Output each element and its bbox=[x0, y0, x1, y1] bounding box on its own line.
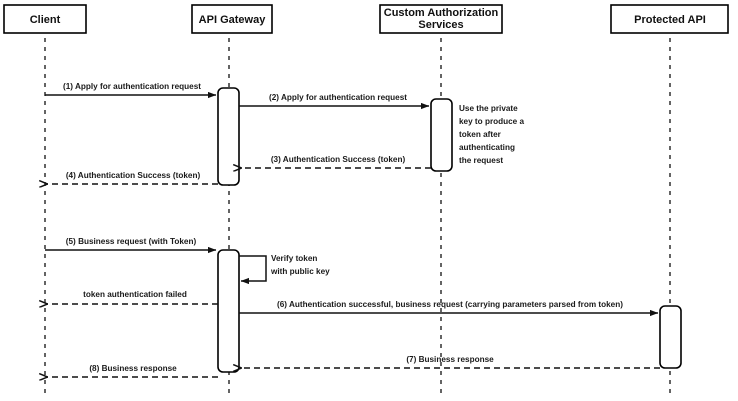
message-5-label: (5) Business request (with Token) bbox=[66, 237, 197, 246]
participant-box-protected-api[interactable] bbox=[610, 4, 729, 34]
participant-label-api-gateway: API Gateway bbox=[199, 14, 267, 26]
self-message-verify-token-line1: Verify token bbox=[271, 254, 317, 263]
note-private-key-line-1: Use the private bbox=[459, 104, 518, 113]
participant-box-custom-authorization-services[interactable] bbox=[379, 4, 503, 34]
message-6[interactable]: (6) Authentication successful, business … bbox=[239, 300, 659, 317]
participant-custom-authorization-services[interactable]: Custom Authorization Services bbox=[379, 4, 503, 34]
message-2[interactable]: (2) Apply for authentication request bbox=[239, 93, 430, 110]
self-message-verify-token[interactable]: Verify token with public key bbox=[239, 254, 330, 285]
activation-custom-authorization-services-1 bbox=[430, 98, 453, 172]
message-token-authentication-failed[interactable]: token authentication failed bbox=[47, 290, 218, 304]
message-4-label: (4) Authentication Success (token) bbox=[66, 171, 201, 180]
note-private-key-line-4: authenticating bbox=[459, 143, 515, 152]
message-8[interactable]: (8) Business response bbox=[47, 364, 218, 377]
participant-client[interactable]: Client bbox=[3, 4, 87, 34]
message-8-label: (8) Business response bbox=[89, 364, 177, 373]
participant-label-custom-authorization-services-line2: Services bbox=[418, 19, 463, 31]
message-token-authentication-failed-label: token authentication failed bbox=[83, 290, 187, 299]
participant-label-client: Client bbox=[30, 14, 61, 26]
participant-label-custom-authorization-services-line1: Custom Authorization bbox=[384, 7, 499, 19]
participant-box-api-gateway[interactable] bbox=[191, 4, 273, 34]
message-3-label: (3) Authentication Success (token) bbox=[271, 155, 406, 164]
note-private-key-line-2: key to produce a bbox=[459, 117, 525, 126]
message-7[interactable]: (7) Business response bbox=[241, 355, 660, 368]
message-4[interactable]: (4) Authentication Success (token) bbox=[47, 171, 218, 184]
message-7-label: (7) Business response bbox=[406, 355, 494, 364]
participant-headers: Client API Gateway Custom Authorization … bbox=[3, 4, 729, 34]
note-private-key-line-5: the request bbox=[459, 156, 503, 165]
participant-label-protected-api: Protected API bbox=[634, 14, 706, 26]
message-1-label: (1) Apply for authentication request bbox=[63, 82, 201, 91]
note-private-key: Use the private key to produce a token a… bbox=[459, 104, 525, 165]
self-message-verify-token-line2: with public key bbox=[270, 267, 330, 276]
activation-bars bbox=[217, 87, 682, 373]
participant-box-client[interactable] bbox=[3, 4, 87, 34]
participant-protected-api[interactable]: Protected API bbox=[610, 4, 729, 34]
message-5[interactable]: (5) Business request (with Token) bbox=[45, 237, 217, 254]
message-6-label: (6) Authentication successful, business … bbox=[277, 300, 623, 309]
activation-api-gateway-1 bbox=[217, 87, 240, 186]
lifelines-group bbox=[44, 38, 671, 398]
activation-api-gateway-2 bbox=[217, 249, 240, 373]
activation-protected-api-1 bbox=[659, 305, 682, 369]
message-3[interactable]: (3) Authentication Success (token) bbox=[241, 155, 431, 168]
note-private-key-line-3: token after bbox=[459, 130, 502, 139]
self-message-verify-token-arrow bbox=[239, 255, 267, 285]
message-1[interactable]: (1) Apply for authentication request bbox=[45, 82, 217, 99]
participant-api-gateway[interactable]: API Gateway bbox=[191, 4, 273, 34]
message-2-label: (2) Apply for authentication request bbox=[269, 93, 407, 102]
